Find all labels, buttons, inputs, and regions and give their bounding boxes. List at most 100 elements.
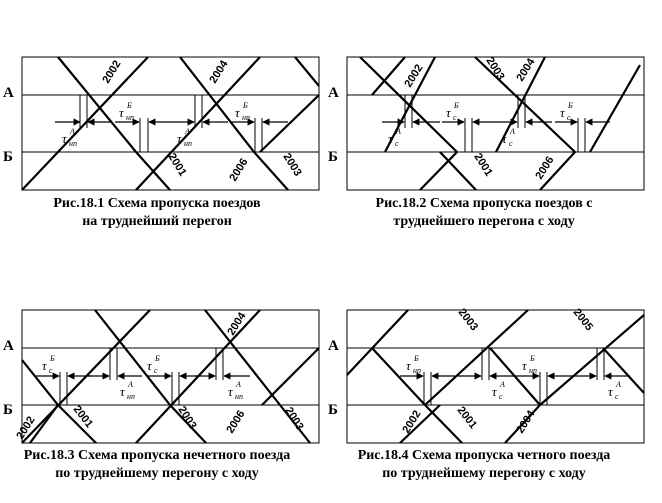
panel-4-interval-ticks: [423, 348, 605, 405]
svg-text:τ: τ: [120, 384, 126, 399]
panel-2-caption-line-2: труднейшего перегона с ходу: [393, 214, 574, 229]
panel-2: [346, 56, 645, 191]
panel-4-caption-line-1: Рис.18.4 Схема пропуска четного поезда: [358, 448, 611, 463]
svg-text:Б: Б: [453, 101, 459, 110]
svg-text:Б: Б: [413, 354, 419, 363]
panel-1-station-b-label: Б: [3, 149, 13, 165]
panel-4-station-b-label: Б: [328, 402, 338, 418]
panel-2-frame: [346, 56, 645, 191]
panel-2-interval-label: τ с Б: [446, 101, 459, 122]
svg-text:А: А: [395, 127, 401, 136]
svg-text:τ: τ: [492, 384, 498, 399]
svg-text:А: А: [184, 127, 190, 136]
svg-text:нп: нп: [126, 113, 134, 122]
svg-text:τ: τ: [147, 358, 153, 373]
panel-3: [21, 309, 320, 444]
panel-2-station-a-label: А: [328, 85, 339, 101]
panel-3-interval-label: τ нп А: [228, 380, 243, 401]
panel-4-train-label: 2002: [400, 408, 423, 435]
svg-text:с: с: [453, 113, 457, 122]
panel-3-train-label: 2004: [225, 310, 249, 338]
panel-4-interval-label: τ с А: [608, 380, 621, 401]
panel-3-train-label: 2003: [175, 404, 198, 431]
panel-4-caption-line-2: по труднейшему перегону с ходу: [382, 466, 586, 481]
panel-1-interval-label: τ нп А: [62, 127, 77, 148]
svg-text:нп: нп: [242, 113, 250, 122]
panel-4-interval-label: τ нп Б: [406, 354, 421, 375]
panel-2-interval-label: τ с А: [388, 127, 401, 148]
svg-text:нп: нп: [69, 139, 77, 148]
svg-text:с: с: [615, 392, 619, 401]
svg-text:τ: τ: [560, 105, 566, 120]
panel-1-train-label: 2002: [100, 58, 123, 85]
panel-1-train-label: 2001: [165, 151, 188, 178]
panel-4-interval-label: τ с А: [492, 380, 505, 401]
svg-text:τ: τ: [502, 131, 508, 146]
panel-4-train-lines: [346, 309, 645, 444]
panel-1-interval-ticks: [79, 95, 263, 152]
svg-text:с: с: [499, 392, 503, 401]
svg-text:τ: τ: [608, 384, 614, 399]
panel-3-interval-label: τ нп А: [120, 380, 135, 401]
panel-3-train-label: 2003: [282, 405, 305, 432]
svg-text:с: с: [509, 139, 513, 148]
svg-text:τ: τ: [522, 358, 528, 373]
panel-1-interval-label: τ нп А: [177, 127, 192, 148]
svg-text:Б: Б: [126, 101, 132, 110]
panel-3-frame: [21, 309, 320, 444]
svg-text:А: А: [499, 380, 505, 389]
panel-1-caption-line-1: Рис.18.1 Схема пропуска поездов: [53, 196, 261, 211]
panel-3-station-a-label: А: [3, 338, 14, 354]
svg-text:Б: Б: [49, 354, 55, 363]
panel-1-train-label: 2004: [207, 58, 231, 86]
svg-text:τ: τ: [388, 131, 394, 146]
panel-4-interval-label: τ нп Б: [522, 354, 537, 375]
panel-4-station-a-label: А: [328, 338, 339, 354]
panel-3-interval-ticks: [59, 348, 224, 405]
panel-1-train-label: 2003: [280, 151, 303, 178]
svg-text:с: с: [49, 366, 53, 375]
panel-4: [346, 309, 645, 444]
panel-4-frame: [346, 309, 645, 444]
panel-3-caption-line-1: Рис.18.3 Схема пропуска нечетного поезда: [24, 448, 291, 463]
svg-text:τ: τ: [406, 358, 412, 373]
panel-2-interval-ticks: [404, 95, 586, 152]
panel-2-interval-label: τ с А: [502, 127, 515, 148]
panel-1-caption-line-2: на труднейший перегон: [82, 214, 232, 229]
panel-2-station-b-label: Б: [328, 149, 338, 165]
panel-1: [21, 56, 320, 191]
svg-text:Б: Б: [154, 354, 160, 363]
panel-3-caption-line-2: по труднейшему перегону с ходу: [55, 466, 259, 481]
svg-text:нп: нп: [127, 392, 135, 401]
svg-text:Б: Б: [529, 354, 535, 363]
panel-3-interval-label: τ с Б: [147, 354, 160, 375]
panel-1-frame: [21, 56, 320, 191]
svg-text:А: А: [127, 380, 133, 389]
svg-text:А: А: [615, 380, 621, 389]
svg-text:нп: нп: [184, 139, 192, 148]
svg-text:с: с: [154, 366, 158, 375]
panel-2-interval-label: τ с Б: [560, 101, 573, 122]
svg-text:Б: Б: [242, 101, 248, 110]
svg-text:А: А: [509, 127, 515, 136]
panel-1-train-lines: [21, 56, 320, 191]
svg-text:нп: нп: [529, 366, 537, 375]
svg-text:τ: τ: [42, 358, 48, 373]
svg-text:τ: τ: [119, 105, 125, 120]
panel-2-train-label: 2006: [533, 154, 556, 181]
panel-3-station-b-label: Б: [3, 402, 13, 418]
panel-2-train-label: 2002: [402, 62, 425, 89]
panel-2-train-label: 2001: [471, 151, 494, 178]
svg-text:τ: τ: [228, 384, 234, 399]
svg-text:τ: τ: [235, 105, 241, 120]
svg-text:τ: τ: [62, 131, 68, 146]
panel-1-interval-label: τ нп Б: [235, 101, 250, 122]
panel-2-caption-line-1: Рис.18.2 Схема пропуска поездов с: [376, 196, 593, 211]
svg-text:нп: нп: [413, 366, 421, 375]
svg-text:нп: нп: [235, 392, 243, 401]
svg-text:с: с: [567, 113, 571, 122]
panel-1-interval-label: τ нп Б: [119, 101, 134, 122]
svg-text:А: А: [69, 127, 75, 136]
